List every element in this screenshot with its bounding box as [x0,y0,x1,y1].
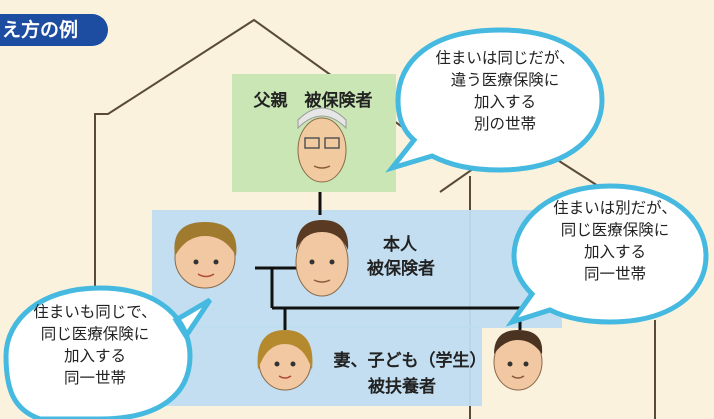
bubble-apart-line4: 同一世帯 [583,265,646,283]
bubble-together-line4: 同一世帯 [63,369,126,387]
self-face-icon [295,220,349,297]
bubble-different-household-line4: 別の世帯 [473,115,536,133]
boy-face-icon [493,330,543,391]
bubble-different-household-line3: 加入する [473,93,536,111]
mother-face-icon [174,222,237,289]
bubble-apart-line3: 加入する [583,243,646,261]
bubble-different-household-shape [385,27,605,173]
self-label-line1: 本人 [383,235,417,255]
girl-face-icon [257,330,313,391]
spouse-children-label-line2: 被扶養者 [368,377,436,397]
bubble-together-line2: 同じ医療保険に [40,325,150,343]
bubble-same-household-apart-shape [505,183,709,327]
bubble-different-household-line2: 違う医療保険に [450,71,560,89]
spouse-children-label-line1: 妻、子ども（学生） [333,351,487,371]
bubble-different-household-line1: 住まいは同じだが、 [435,49,575,67]
father-label: 父親 被保険者 [253,91,373,111]
bubble-apart-line1: 住まいは別だが、 [553,199,677,217]
bubble-together-line1: 住まいも同じで、 [33,303,157,321]
self-label-line2: 被保険者 [367,259,435,279]
bubble-together-line3: 加入する [63,347,126,365]
father-face-icon [297,107,347,183]
page-title: え方の例 [0,14,108,46]
family-box-lower [152,326,482,406]
bubble-same-household-together-shape [3,285,213,419]
bubble-apart-line2: 同じ医療保険に [560,221,670,239]
